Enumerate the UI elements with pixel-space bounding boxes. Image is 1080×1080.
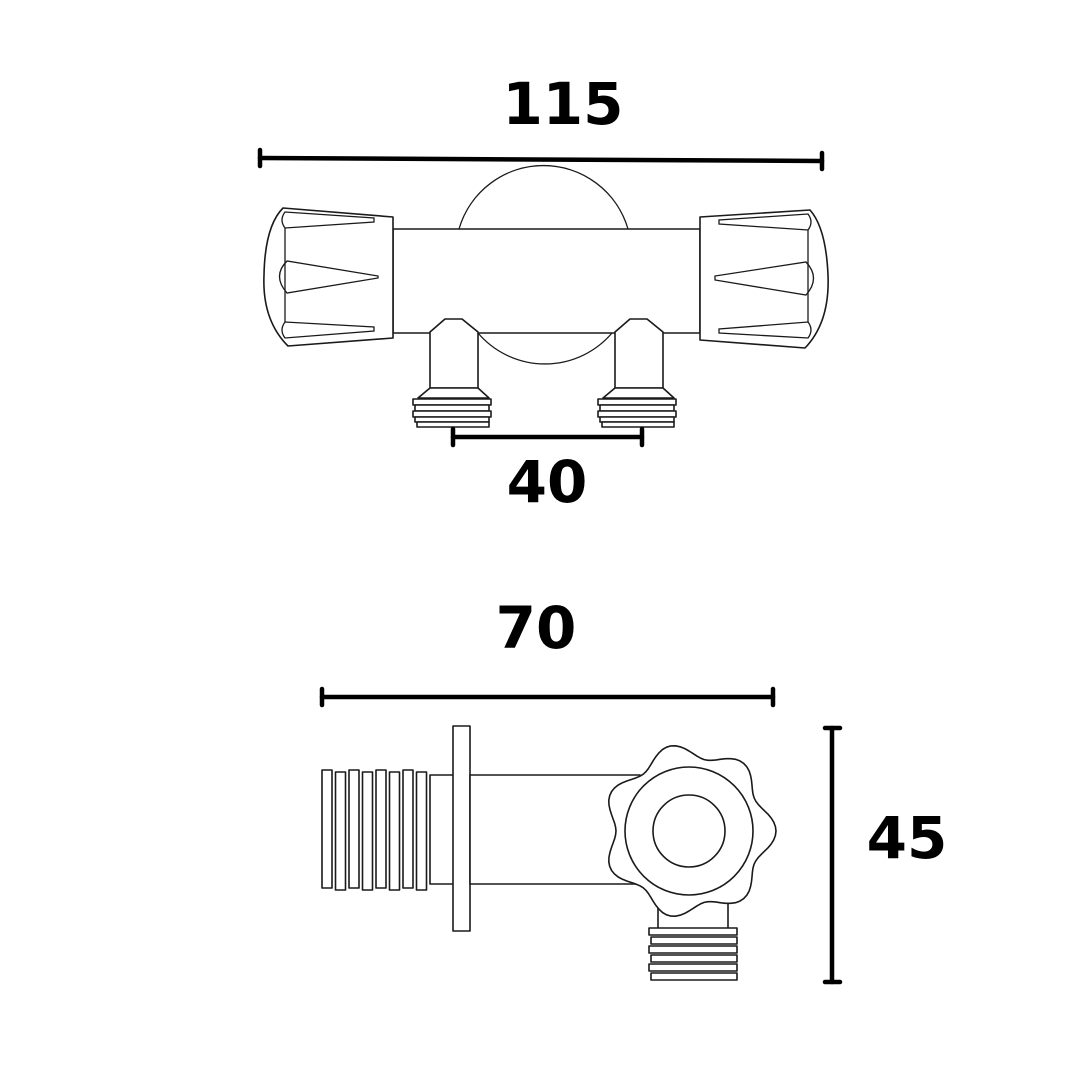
dimension-label-45: 45 [867, 804, 948, 872]
dimension-115: 115 [257, 70, 825, 172]
right-outlet [597, 318, 677, 428]
left-outlet [412, 318, 492, 428]
dimension-label-40: 40 [507, 448, 588, 516]
thread-rib [348, 769, 360, 889]
thread-rib [650, 954, 738, 963]
left-handle [263, 207, 394, 347]
valve-body [392, 228, 701, 334]
dimension-40: 40 [450, 426, 645, 516]
dimension-label-115: 115 [502, 70, 623, 138]
thread-rib [334, 771, 347, 891]
thread-rib [388, 771, 401, 891]
side-view: 70 45 [319, 594, 948, 985]
wall-plate-top-arc [458, 165, 629, 230]
thread-rib [375, 769, 387, 889]
thread-rib [650, 972, 738, 981]
thread-rib [650, 936, 738, 945]
thread-rib [648, 945, 738, 954]
thread-rib [648, 927, 738, 936]
thread-rib [321, 769, 333, 889]
thread-rib [648, 963, 738, 972]
wall-flange [452, 725, 471, 932]
dimension-45: 45 [822, 725, 948, 985]
knob-center [652, 794, 726, 868]
right-handle [699, 209, 829, 349]
top-view: 115 [257, 70, 829, 516]
threaded-inlet [321, 769, 428, 891]
wall-plate-bottom-arc [477, 332, 613, 365]
dimension-70: 70 [319, 594, 776, 708]
inlet-neck [429, 774, 455, 885]
thread-rib [402, 769, 414, 889]
thread-rib [361, 771, 374, 891]
dimension-label-70: 70 [496, 594, 577, 662]
thread-rib [415, 771, 428, 891]
